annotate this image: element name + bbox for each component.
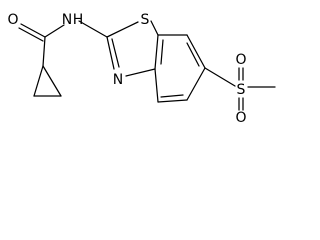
bond-c6-sulfonyl — [204, 67, 236, 87]
bond-cyclopropyl-bottom-top — [42, 65, 62, 97]
bond-carbonyl-double-b — [18, 27, 44, 42]
bond-n3-c3a — [125, 68, 156, 77]
atom-s-thiazole: S — [141, 12, 150, 28]
bond-carbonyl-nh — [44, 24, 65, 38]
bond-c7-c6 — [186, 34, 206, 69]
bond-c4-c3a — [154, 68, 159, 103]
structure-diagram: O N H S N S O O — [7, 12, 276, 126]
atom-s-sulfonyl: S — [237, 82, 246, 98]
bond-cyclopropyl-carbonyl — [42, 36, 46, 67]
bond-carbonyl-double-a — [20, 23, 46, 38]
atom-o-sulfonyl-top: O — [235, 52, 246, 68]
atom-h-amide: H — [73, 12, 84, 28]
bond-inner-c7a-c3a — [160, 39, 164, 65]
bond-c2-s1 — [106, 21, 139, 38]
atom-o-sulfonyl-bottom: O — [235, 110, 246, 126]
bond-nh-c2 — [78, 20, 108, 38]
bond-s1-c7a — [150, 20, 159, 36]
bond-inner-c7-c6 — [186, 42, 200, 67]
bond-inner-c5-c4 — [160, 94, 184, 98]
bond-cyclopropyl-top-left — [33, 65, 44, 97]
bond-c6-c5 — [186, 67, 206, 101]
atom-labels: O N H S N S O O — [7, 12, 246, 126]
bond-c2-n3-double-a — [106, 36, 115, 70]
bond-c5-c4 — [157, 99, 188, 103]
atom-o-amide: O — [7, 12, 18, 28]
bonds — [18, 20, 276, 111]
atom-n-amide: N — [62, 12, 72, 28]
atom-n-thiazole: N — [113, 72, 123, 88]
molecule-canvas: O N H S N S O O — [7, 12, 276, 126]
bond-c7a-c3a — [154, 34, 159, 70]
bond-c2-n3-double-b — [111, 38, 120, 68]
